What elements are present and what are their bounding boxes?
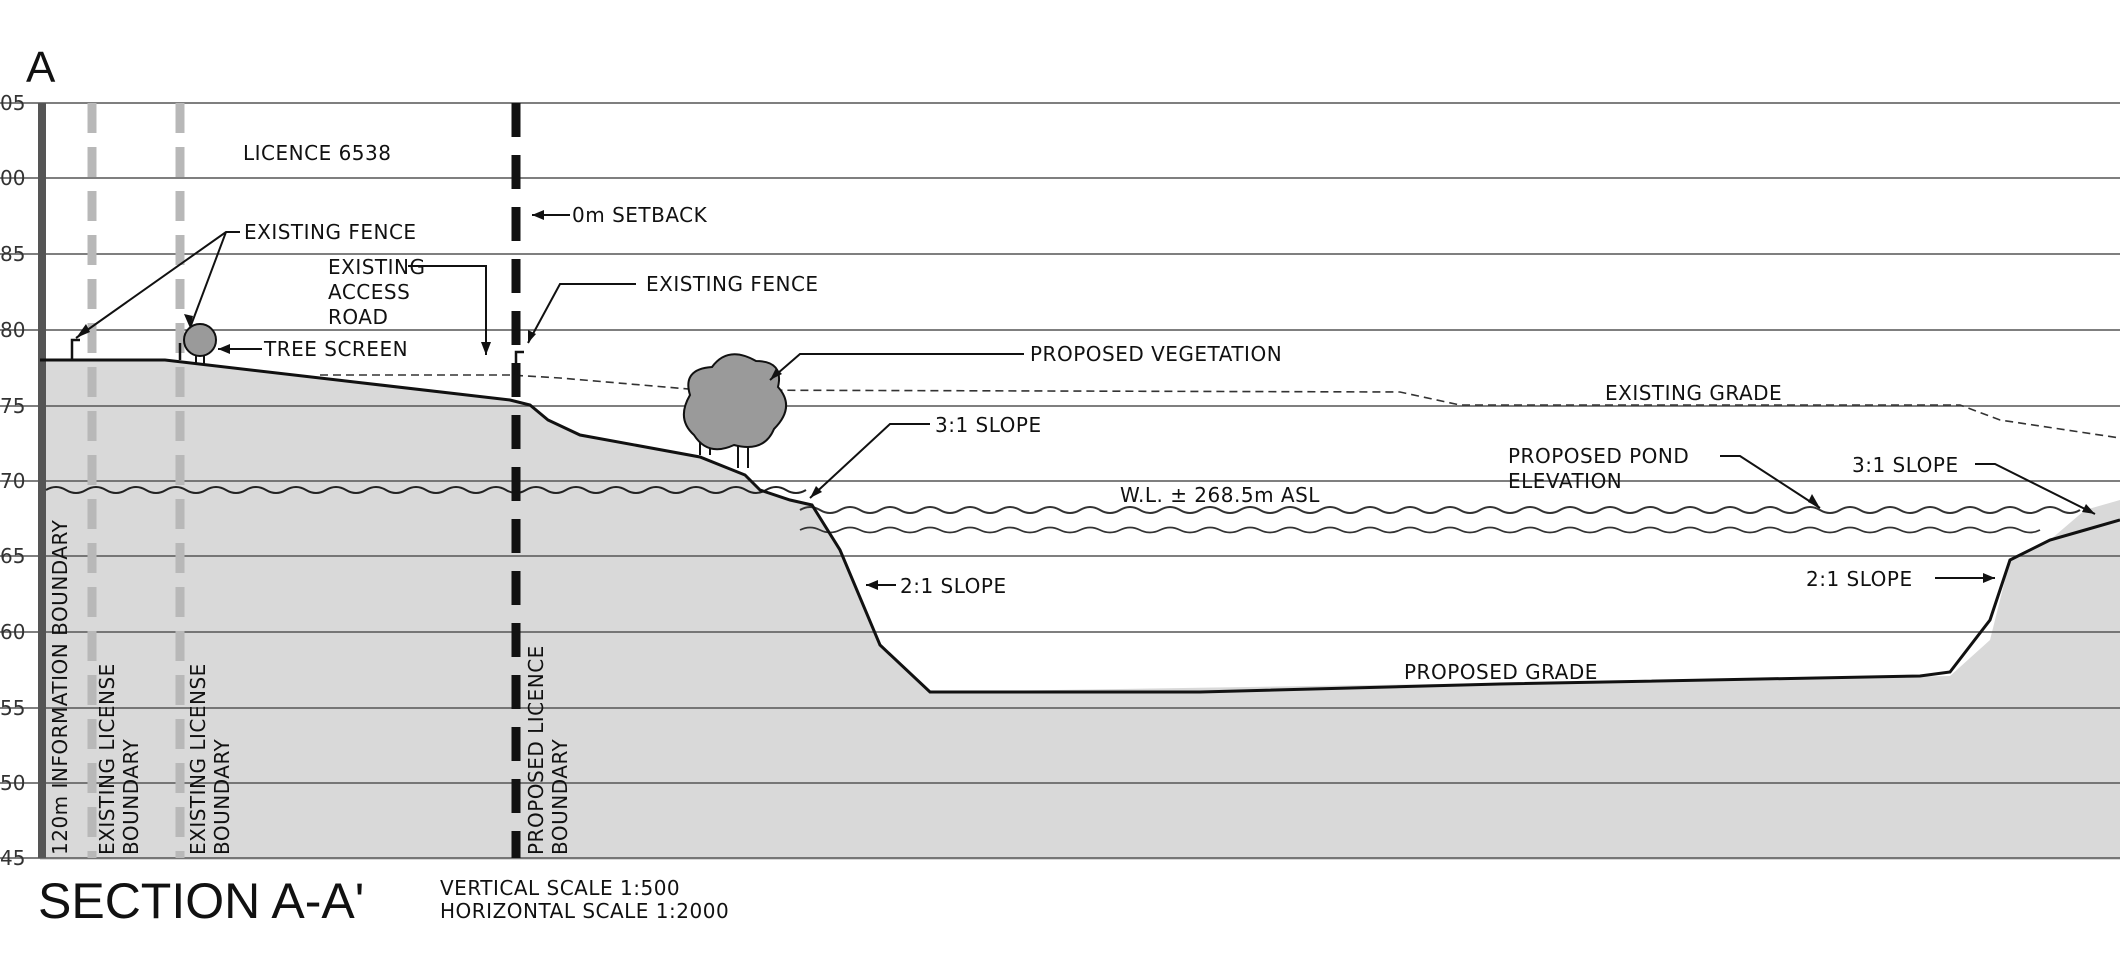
water-level-label: W.L. ± 268.5m ASL	[1120, 483, 1320, 507]
tick-label: 75	[0, 394, 25, 418]
licence-label: LICENCE 6538	[243, 141, 391, 165]
proposed-licence-boundary-label-2: BOUNDARY	[548, 738, 572, 855]
existing-access-road-label-2: ACCESS	[328, 280, 410, 304]
section-marker: A	[26, 43, 56, 92]
elevation-grid	[0, 102, 2120, 859]
existing-license-boundary-2-label-1: EXISTING LICENSE	[186, 663, 210, 855]
proposed-grade-label: PROPOSED GRADE	[1404, 660, 1598, 684]
proposed-grade-profile	[40, 358, 2120, 694]
tick-label: 60	[0, 620, 25, 644]
tick-label: 65	[0, 544, 25, 568]
left-frame-bar	[38, 103, 46, 858]
ground-section	[40, 360, 2120, 860]
tick-label: 00	[0, 166, 25, 190]
slope-2-1-left-label: 2:1 SLOPE	[900, 574, 1007, 598]
tick-label: 70	[0, 469, 25, 493]
pond-elevation-label-1: PROPOSED POND	[1508, 444, 1689, 468]
tree-screen-icon	[183, 323, 217, 364]
water-level-line-pond	[799, 506, 2081, 514]
water-level-line-left	[45, 486, 807, 494]
slope-3-1-right-label: 3:1 SLOPE	[1852, 453, 1959, 477]
existing-grade-label: EXISTING GRADE	[1605, 381, 1782, 405]
horizontal-scale-label: HORIZONTAL SCALE 1:2000	[440, 899, 729, 923]
tick-label: 45	[0, 846, 25, 870]
existing-access-road-label-1: EXISTING	[328, 255, 426, 279]
tree-screen-label: TREE SCREEN	[263, 337, 408, 361]
slope-3-1-left-label: 3:1 SLOPE	[935, 413, 1042, 437]
tick-label: 85	[0, 242, 25, 266]
pond-elevation-label-2: ELEVATION	[1508, 469, 1622, 493]
leader-arrowheads	[76, 210, 2095, 590]
proposed-vegetation-label: PROPOSED VEGETATION	[1030, 342, 1282, 366]
tick-label: 80	[0, 318, 25, 342]
section-title: SECTION A-A'	[38, 873, 364, 929]
tick-label: 05	[0, 91, 25, 115]
existing-fence-right	[514, 350, 524, 375]
existing-fence-left	[70, 338, 80, 360]
pond-elevation-line	[799, 526, 2041, 534]
existing-access-road-label-3: ROAD	[328, 305, 388, 329]
setback-label: 0m SETBACK	[572, 203, 708, 227]
existing-license-boundary-2-label-2: BOUNDARY	[210, 738, 234, 855]
proposed-licence-boundary-label-1: PROPOSED LICENCE	[524, 645, 548, 855]
information-boundary-label: 120m INFORMATION BOUNDARY	[48, 519, 72, 855]
elevation-tick-labels: 05 00 85 80 75 70 65 60 55 50 45	[0, 91, 25, 870]
existing-grade-line	[320, 374, 2120, 439]
tick-label: 55	[0, 696, 25, 720]
tick-label: 50	[0, 771, 25, 795]
leader-lines	[75, 214, 2096, 586]
vertical-scale-label: VERTICAL SCALE 1:500	[440, 876, 680, 900]
existing-license-boundary-1-label-2: BOUNDARY	[119, 738, 143, 855]
existing-license-boundary-1-label-1: EXISTING LICENSE	[95, 663, 119, 855]
existing-fence-left-label: EXISTING FENCE	[244, 220, 417, 244]
proposed-vegetation-icon	[683, 353, 787, 468]
existing-fence-right-label: EXISTING FENCE	[646, 272, 819, 296]
slope-2-1-right-label: 2:1 SLOPE	[1806, 567, 1913, 591]
